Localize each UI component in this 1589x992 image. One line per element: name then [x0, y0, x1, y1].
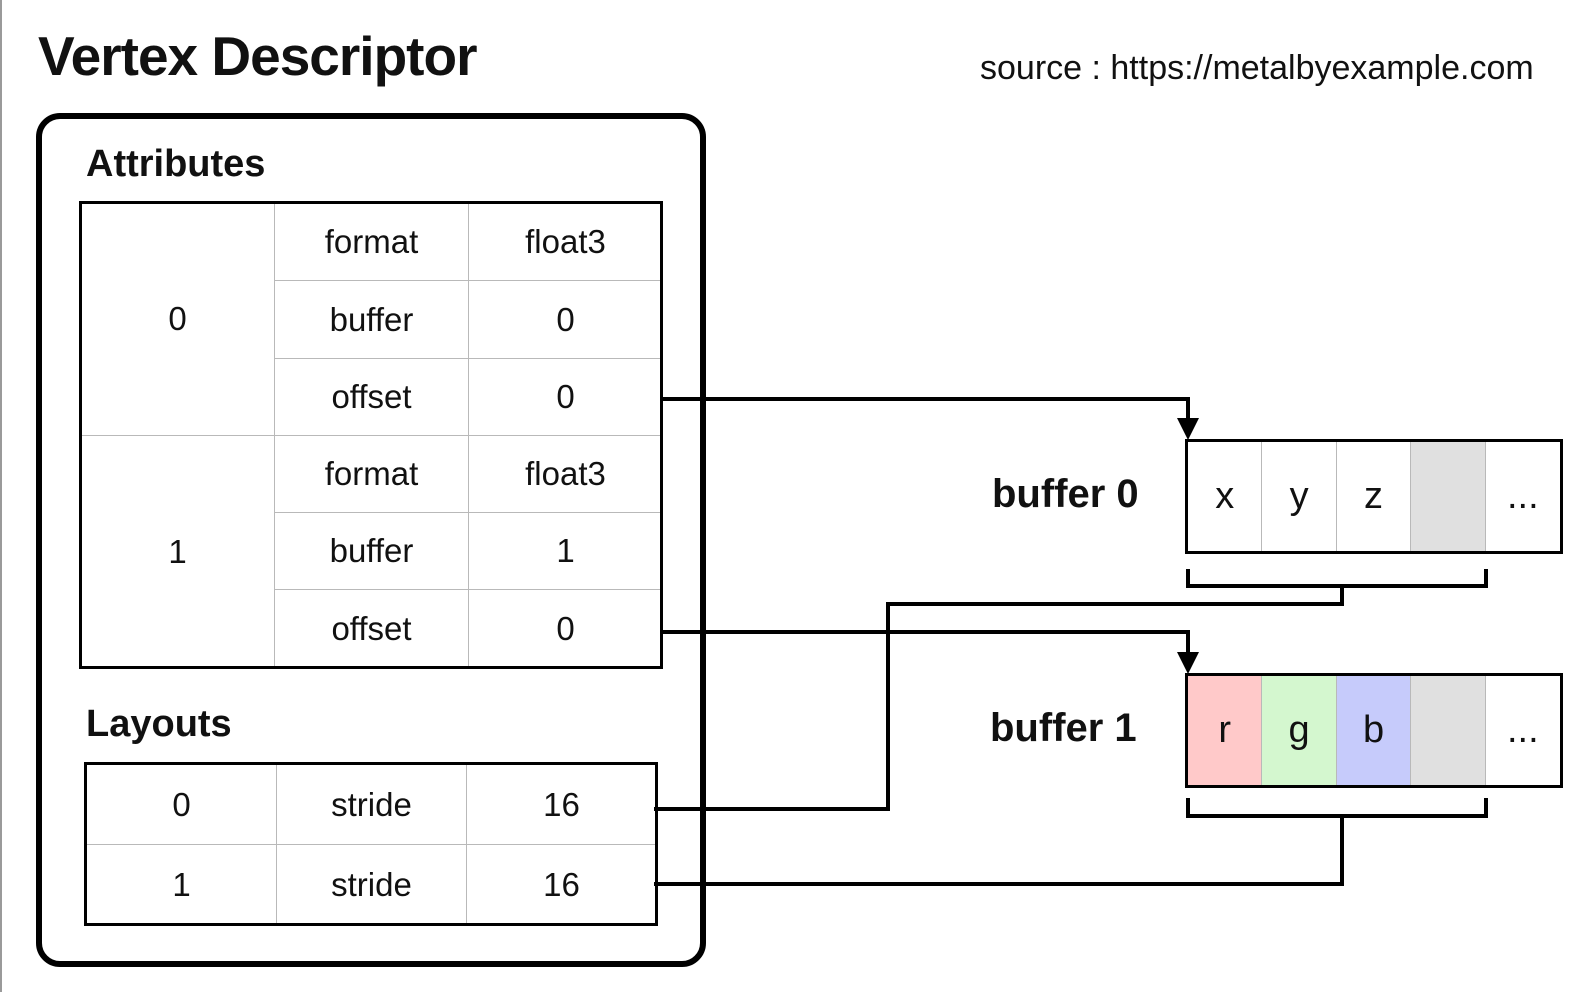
- buffer-1-label: buffer 1: [990, 706, 1137, 750]
- buffer-1-cell-r: r: [1188, 676, 1263, 785]
- source-note: source : https://metalbyexample.com: [980, 49, 1534, 87]
- layout-key: stride: [276, 764, 467, 845]
- buffer-1-cell-ellipsis: ...: [1485, 676, 1561, 785]
- layout1-to-buffer1-line: [654, 814, 1344, 886]
- layouts-table: 0 stride 16 1 stride 16: [86, 764, 657, 925]
- buffer-1-strip: r g b ...: [1185, 673, 1563, 788]
- layout-index: 0: [86, 764, 277, 845]
- buffer-0-strip: x y z ...: [1185, 439, 1563, 554]
- page-left-rule: [0, 0, 2, 992]
- arrowhead-buffer0: [1177, 418, 1199, 440]
- vertex-descriptor-box: [36, 113, 706, 967]
- attr0-to-buffer0-arrow-line: [660, 397, 1190, 422]
- buffer0-stride-bracket: [1186, 569, 1488, 588]
- buffer-1-cell-padding: [1411, 676, 1486, 785]
- layout0-to-buffer0-line: [654, 584, 1344, 811]
- attribute-index: 1: [80, 435, 275, 668]
- layout-index: 1: [86, 844, 277, 925]
- buffer-0-cell-y: y: [1262, 442, 1337, 551]
- attribute-key: offset: [274, 589, 469, 668]
- layouts-heading: Layouts: [86, 703, 232, 745]
- attributes-heading: Attributes: [86, 143, 266, 185]
- buffer-1-cell-b: b: [1336, 676, 1412, 785]
- attribute-value: 0: [468, 589, 663, 668]
- attribute-row: 1 format float3: [80, 435, 663, 668]
- arrowhead-buffer1: [1177, 652, 1199, 674]
- layout-value: 16: [466, 844, 657, 925]
- attribute-value: 0: [468, 280, 663, 359]
- layout-key: stride: [276, 844, 467, 925]
- buffer-0-cell-x: x: [1188, 442, 1263, 551]
- attribute-value: 1: [468, 512, 663, 590]
- attribute-row: buffer 0: [81, 280, 663, 359]
- attr1-to-buffer1-arrow-line: [660, 630, 1190, 656]
- attribute-key: offset: [274, 358, 469, 436]
- buffer-0-cell-z: z: [1336, 442, 1412, 551]
- attribute-value: 0: [468, 358, 663, 436]
- attribute-key: buffer: [274, 280, 469, 359]
- attributes-table: 0 format float3 buffer 0 offset 0 1 form…: [80, 202, 663, 668]
- buffer-0-cell-padding: [1411, 442, 1486, 551]
- attribute-value: float3: [468, 435, 663, 513]
- buffer1-stride-bracket: [1186, 798, 1488, 818]
- attribute-row: offset 0: [81, 589, 663, 668]
- layout-row: 1 stride 16: [86, 844, 657, 925]
- diagram-title: Vertex Descriptor: [38, 25, 477, 87]
- buffer-1-cell-g: g: [1262, 676, 1337, 785]
- buffer-0-label: buffer 0: [992, 472, 1139, 516]
- attribute-row: offset 0: [81, 358, 663, 436]
- buffer-0-cell-ellipsis: ...: [1485, 442, 1561, 551]
- layout-row: 0 stride 16: [86, 764, 657, 845]
- attribute-row: buffer 1: [81, 512, 663, 590]
- attribute-key: buffer: [274, 512, 469, 590]
